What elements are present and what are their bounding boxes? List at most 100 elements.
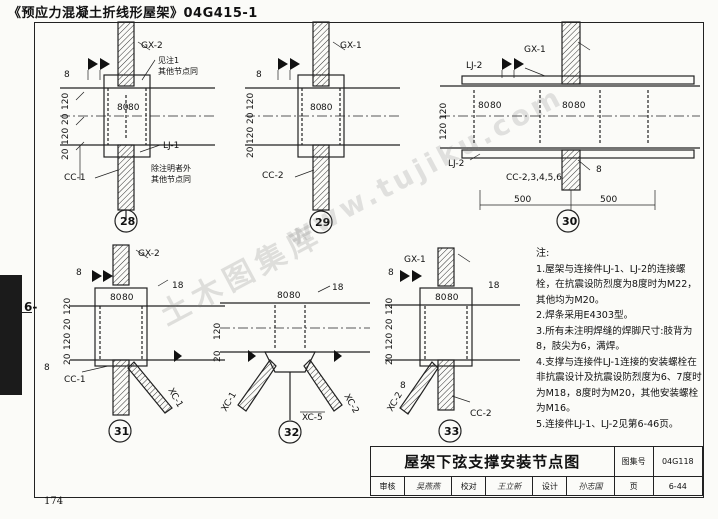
page-label: 页 xyxy=(613,476,654,496)
d31-tag-gx: GX-2 xyxy=(138,249,160,259)
d32-tag-xc5: XC-5 xyxy=(302,413,323,423)
d29-number: 29 xyxy=(315,216,330,229)
detail-33 xyxy=(385,247,520,443)
detail-29-labels: GX-1 CC-2 8 80 80 20 120 20 120 29 xyxy=(246,41,362,229)
review-label: 审核 xyxy=(369,476,406,496)
d30-dim-a: 80 xyxy=(478,101,490,111)
detail-30 xyxy=(440,21,700,233)
note-item-2: 2.焊条采用E4303型。 xyxy=(536,310,634,321)
d30-dim-b: 80 xyxy=(490,101,502,111)
d31-dim-d: 120 xyxy=(63,333,73,350)
d28-tag-other: 其他节点同 xyxy=(158,66,198,76)
d29-tag-gx: GX-1 xyxy=(340,41,362,51)
d29-dim-c: 20 xyxy=(246,146,256,158)
detail-32-labels: XC-1 XC-2 XC-5 18 80 80 20 120 32 xyxy=(213,283,360,439)
d33-dim-d: 120 xyxy=(385,333,395,350)
d29-dim-e: 20 xyxy=(246,112,256,124)
d30-tag-lj-top: LJ-2 xyxy=(466,61,482,71)
d33-number: 33 xyxy=(444,425,459,438)
d30-dim-h: 500 xyxy=(600,195,617,205)
detail-31 xyxy=(70,244,225,443)
d29-dim-a: 80 xyxy=(310,103,322,113)
drawing-title: 屋架下弦支撑安装节点图 xyxy=(370,446,615,477)
d33-dim-f: 120 xyxy=(385,298,395,315)
d31-dim-g: 8 xyxy=(44,363,50,373)
side-tab-line xyxy=(22,312,32,313)
side-tab-label: 6- xyxy=(24,300,38,314)
side-tab-marker xyxy=(0,275,22,395)
d31-dim-c: 20 xyxy=(63,353,73,365)
d28-dim-a: 80 xyxy=(117,103,129,113)
d33-dim-g: 8 xyxy=(400,381,406,391)
d33-dim-e: 20 xyxy=(385,318,395,330)
d28-dim-c: 20 xyxy=(61,148,71,160)
d28-dim-d: 120 xyxy=(61,128,71,145)
d30-tag-gx: GX-1 xyxy=(524,45,546,55)
sheet-page-no: 6-44 xyxy=(652,476,704,496)
d29-dim-b: 80 xyxy=(321,103,333,113)
d32-number: 32 xyxy=(284,426,299,439)
d31-dim-a: 80 xyxy=(110,293,122,303)
d31-number: 31 xyxy=(114,425,129,438)
detail-30-labels: GX-1 LJ-2 LJ-2 CC-2,3,4,5,6 8 80 80 80 8… xyxy=(439,45,617,228)
d29-dim-d: 120 xyxy=(246,127,256,144)
d28-tag-other2: 其他节点同 xyxy=(151,174,191,184)
d31-dim-b: 80 xyxy=(122,293,134,303)
d29-tag-cc: CC-2 xyxy=(262,171,284,181)
drawing-frame xyxy=(34,22,704,498)
d28-tag-gx: GX-2 xyxy=(141,41,163,51)
detail-29 xyxy=(245,21,400,234)
d30-dim-f: 120 xyxy=(439,103,449,120)
detail-28 xyxy=(60,21,215,233)
note-item-1: 1.屋架与连接件LJ-1、LJ-2的连接螺栓，在抗震设防烈度为8度时为M22，其… xyxy=(536,263,697,306)
d31-dim-e: 20 xyxy=(63,318,73,330)
atlas-header: 《预应力混凝土折线形屋架》04G415-1 xyxy=(8,6,258,21)
d28-weld: 8 xyxy=(64,70,70,80)
d32-tag-xc1: XC-1 xyxy=(220,391,239,414)
d30-dim-c: 80 xyxy=(562,101,574,111)
d33-tag-cc: CC-2 xyxy=(470,409,492,419)
d33-dim-b: 80 xyxy=(447,293,459,303)
note-item-3: 3.所有未注明焊缝的焊脚尺寸:肢背为8，肢尖为6，满焊。 xyxy=(536,325,693,353)
d33-dim-a: 80 xyxy=(435,293,447,303)
design-signature: 孙志国 xyxy=(566,476,615,496)
d33-weld2: 18 xyxy=(488,281,500,291)
d33-weld: 8 xyxy=(388,268,394,278)
note-item-5: 5.连接件LJ-1、LJ-2见第6-46页。 xyxy=(536,418,679,430)
d28-tag-cc: CC-1 xyxy=(64,173,86,183)
d29-weld: 8 xyxy=(256,70,262,80)
d28-number: 28 xyxy=(120,215,135,228)
d32-dim-a: 80 xyxy=(277,291,289,301)
d28-tag-note1: 见注1 xyxy=(158,55,179,65)
d32-dim-c: 20 xyxy=(213,350,223,362)
d33-dim-c: 20 xyxy=(385,353,395,365)
d30-number: 30 xyxy=(562,215,578,228)
d28-tag-lj: LJ-1 xyxy=(163,141,179,151)
d32-dim-d: 120 xyxy=(213,323,223,340)
d31-tag-cc: CC-1 xyxy=(64,375,86,385)
d28-dim-f: 120 xyxy=(61,93,71,110)
general-notes: 注: 1.屋架与连接件LJ-1、LJ-2的连接螺栓，在抗震设防烈度为8度时为M2… xyxy=(536,246,702,432)
review-signature: 吴燕燕 xyxy=(404,476,453,496)
d33-tag-gx: GX-1 xyxy=(404,255,426,265)
d32-tag-xc2: XC-2 xyxy=(341,393,360,416)
notes-title: 注: xyxy=(536,248,550,259)
design-label: 设计 xyxy=(532,476,568,496)
detail-32 xyxy=(220,285,370,444)
detail-28-labels: GX-2 见注1 其他节点同 LJ-1 除注明者外 其他节点同 CC-1 8 8… xyxy=(61,41,198,228)
d30-tag-cc: CC-2,3,4,5,6 xyxy=(506,173,562,183)
page-number: 174 xyxy=(44,496,64,507)
atlas-no-label: 图集号 xyxy=(613,446,654,477)
note-item-4: 4.支撑与连接件LJ-1连接的安装螺栓在非抗震设计及抗震设防烈度为6、7度时为M… xyxy=(536,356,702,415)
d30-tag-lj-bot: LJ-2 xyxy=(448,159,464,169)
d31-weld2: 18 xyxy=(172,281,184,291)
d28-dim-b: 80 xyxy=(128,103,140,113)
d30-dim-e: 120 xyxy=(439,123,449,140)
d29-dim-f: 120 xyxy=(246,93,256,110)
d31-dim-f: 120 xyxy=(63,298,73,315)
check-label: 校对 xyxy=(451,476,487,496)
d32-dim-b: 80 xyxy=(289,291,301,301)
d31-weld: 8 xyxy=(76,268,82,278)
